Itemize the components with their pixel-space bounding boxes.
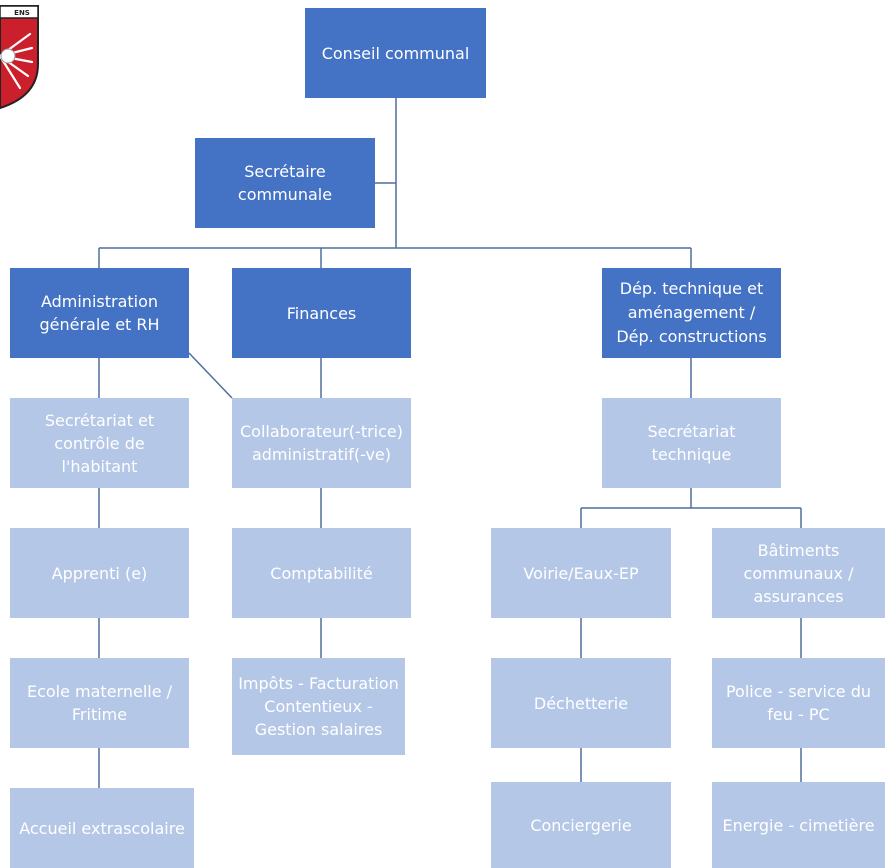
box-energie-cimetiere: Energie - cimetière <box>712 782 885 868</box>
municipal-crest-logo: ENS <box>0 5 39 110</box>
box-secretariat-controle-habitant: Secrétariat et contrôle de l'habitant <box>10 398 189 488</box>
box-collaborateur-administratif: Collaborateur(-trice) administratif(-ve) <box>232 398 411 488</box>
box-conseil-communal: Conseil communal <box>305 8 486 98</box>
box-comptabilite: Comptabilité <box>232 528 411 618</box>
box-secretariat-technique: Secrétariat technique <box>602 398 781 488</box>
box-voirie-eaux: Voirie/Eaux-EP <box>491 528 671 618</box>
crest-text: ENS <box>14 9 30 17</box>
box-administration-rh: Administration générale et RH <box>10 268 189 358</box>
box-impots-facturation: Impôts - Facturation Contentieux - Gesti… <box>232 658 405 755</box>
box-apprenti: Apprenti (e) <box>10 528 189 618</box>
box-conciergerie: Conciergerie <box>491 782 671 868</box>
box-ecole-maternelle: Ecole maternelle / Fritime <box>10 658 189 748</box>
box-police-feu: Police - service du feu - PC <box>712 658 885 748</box>
box-batiments-communaux: Bâtiments communaux / assurances <box>712 528 885 618</box>
box-dechetterie: Déchetterie <box>491 658 671 748</box>
box-finances: Finances <box>232 268 411 358</box>
box-departement-technique: Dép. technique et aménagement / Dép. con… <box>602 268 781 358</box>
box-accueil-extrascolaire: Accueil extrascolaire <box>10 788 194 868</box>
box-secretaire-communale: Secrétaire communale <box>195 138 375 228</box>
